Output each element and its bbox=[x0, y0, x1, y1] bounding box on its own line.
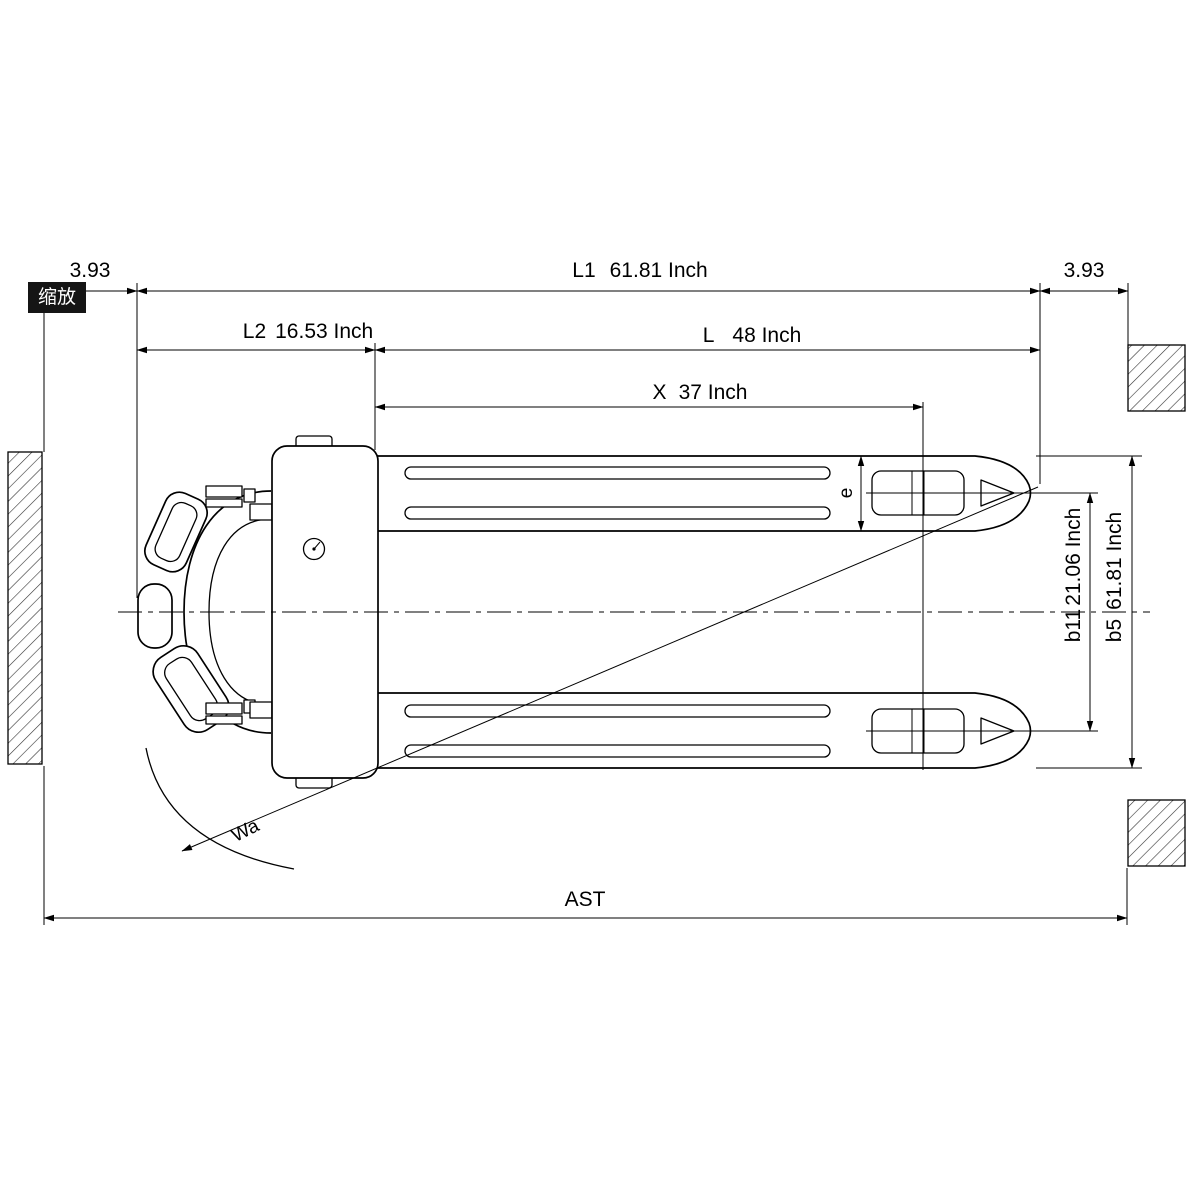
fork-slot bbox=[404, 466, 831, 480]
bolt-cluster-upper bbox=[205, 485, 273, 521]
dim-wa-text: Wa bbox=[228, 815, 263, 847]
fork-slot bbox=[404, 744, 831, 758]
dim-b11-text: b1121.06 Inch bbox=[1062, 508, 1085, 643]
tiller-pivot bbox=[137, 583, 173, 649]
drive-unit bbox=[137, 485, 273, 734]
dim-offset-left-text: 3.93 bbox=[70, 259, 111, 282]
bolt-cluster-lower bbox=[205, 699, 273, 725]
chassis-detail-circle bbox=[302, 537, 326, 561]
fork-slot bbox=[404, 506, 831, 520]
zoom-button[interactable]: 缩放 bbox=[28, 282, 87, 313]
dimension-lines bbox=[43, 287, 1136, 922]
dim-ast-text: AST bbox=[565, 888, 606, 911]
left-wall-hatch bbox=[7, 451, 43, 765]
fork-lower bbox=[376, 692, 1032, 769]
walls-group bbox=[7, 344, 1186, 867]
axis-lines bbox=[118, 402, 1150, 770]
bottom-right-wall-hatch bbox=[1127, 799, 1186, 867]
steer-wheel-upper bbox=[143, 491, 209, 573]
wa-arc bbox=[145, 747, 295, 870]
dim-e-text: e bbox=[836, 488, 857, 499]
extension-lines bbox=[43, 283, 1142, 925]
dim-offset-right-text: 3.93 bbox=[1064, 259, 1105, 282]
fork-upper bbox=[376, 455, 1032, 532]
fork-slot bbox=[404, 704, 831, 718]
top-right-wall-hatch bbox=[1127, 344, 1186, 412]
pallet-truck-drawing bbox=[137, 435, 1032, 789]
dim-b5-text: b561.81 Inch bbox=[1103, 512, 1126, 642]
wa-radius-line bbox=[181, 486, 1039, 852]
